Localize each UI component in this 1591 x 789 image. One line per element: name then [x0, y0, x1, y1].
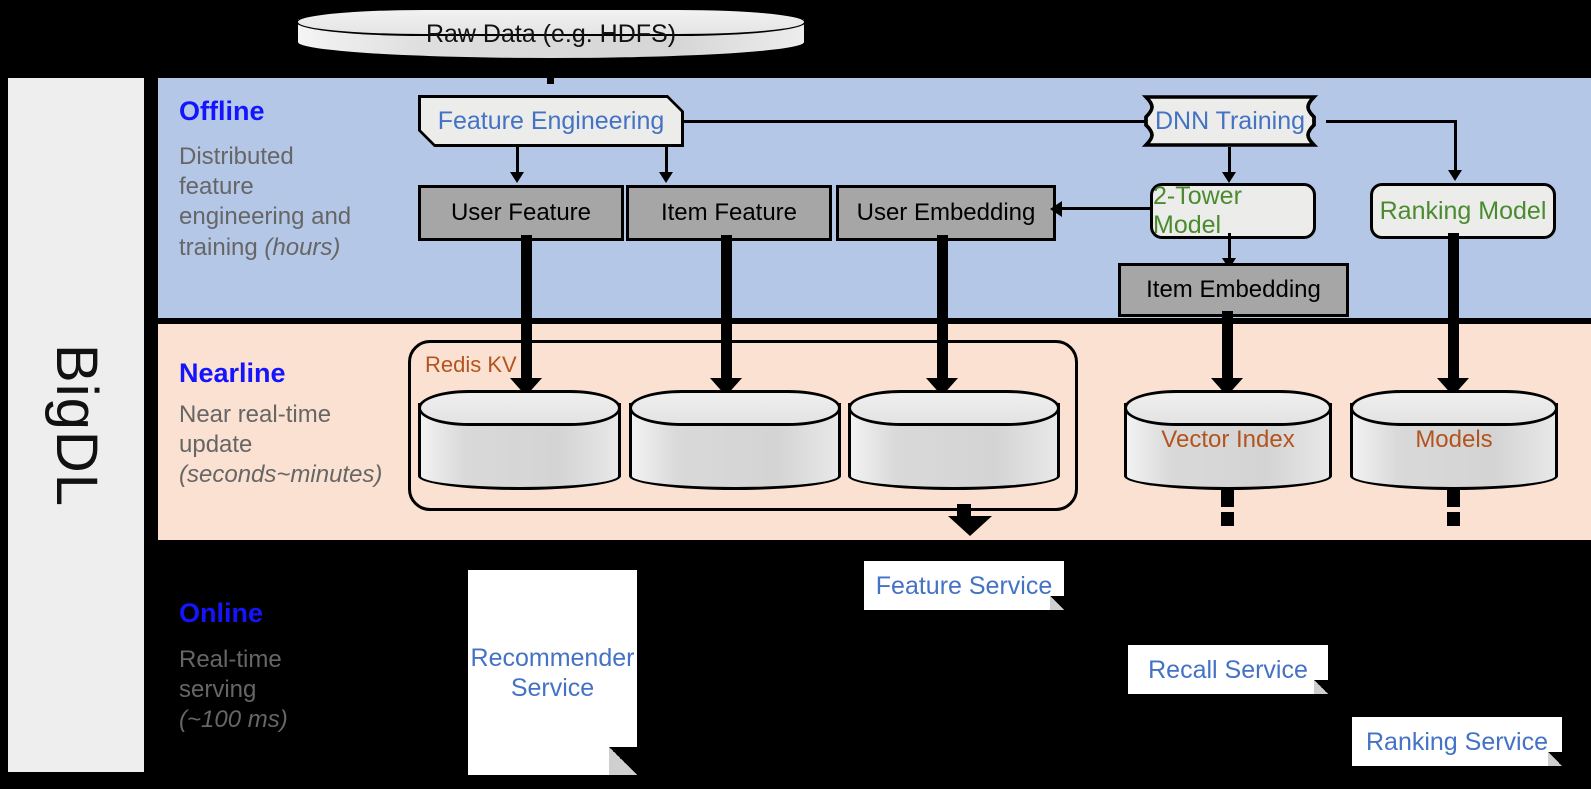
arrowhead-twotower-to-userembedding — [1050, 201, 1062, 217]
pipe-userembedding-to-store — [937, 235, 948, 385]
offline-desc-line-1: Distributed — [179, 143, 294, 170]
raw-data-cylinder: Raw Data (e.g. HDFS) — [296, 8, 806, 60]
two-tower-model-label: 2-Tower Model — [1153, 182, 1242, 239]
ranking-model-label: Ranking Model — [1379, 196, 1547, 225]
dnn-training-node[interactable]: DNN Training — [1134, 95, 1326, 147]
models-top — [1350, 390, 1558, 426]
item-feature-store-top — [629, 390, 841, 426]
ranking-service-node[interactable]: Ranking Service — [1352, 717, 1562, 766]
models-cylinder[interactable]: Models — [1350, 390, 1558, 490]
online-description: Real-time serving (~100 ms) — [179, 645, 414, 736]
user-embedding-label: User Embedding — [856, 199, 1036, 226]
feature-engineering-fill: Feature Engineering — [421, 98, 681, 144]
offline-desc-italic: (hours) — [264, 233, 341, 261]
pipe-vectorindex-stub-2 — [1221, 512, 1234, 526]
vector-index-top — [1124, 390, 1332, 426]
arrowhead-fe-to-itemfeature — [659, 172, 673, 183]
feature-engineering-label: Feature Engineering — [437, 106, 665, 135]
offline-description: Distributed feature engineering and trai… — [179, 142, 414, 263]
vector-index-label: Vector Index — [1161, 426, 1295, 453]
connector-twotower-to-itemembedding — [1228, 233, 1231, 261]
redis-kv-label: Redis KV — [425, 352, 517, 377]
ranking-service-label: Ranking Service — [1365, 727, 1549, 756]
arrowhead-dnn-to-twotower — [1222, 172, 1236, 183]
page-fold-icon — [1050, 596, 1064, 610]
models-label: Models — [1415, 426, 1493, 453]
offline-desc-line-3: engineering and — [179, 203, 352, 231]
user-feature-store-label — [418, 390, 621, 490]
user-embedding-store-top — [848, 390, 1060, 426]
pipe-userfeature-to-store — [521, 235, 532, 385]
arrowhead-fe-to-userfeature — [510, 172, 524, 183]
connector-dnn-to-ranking-v — [1454, 120, 1457, 172]
ranking-model-node[interactable]: Ranking Model — [1370, 183, 1556, 239]
connector-fe-to-itemfeature — [665, 147, 668, 175]
item-feature-store-cylinder[interactable] — [629, 390, 841, 490]
feature-service-node[interactable]: Feature Service — [864, 561, 1064, 610]
two-tower-model-node[interactable]: 2-Tower Model — [1150, 182, 1316, 239]
user-embedding-store-label — [848, 390, 1060, 490]
recommender-service-label-line2: Service — [510, 673, 595, 702]
user-embedding-store-cylinder[interactable] — [848, 390, 1060, 490]
user-feature-store-cylinder[interactable] — [418, 390, 621, 490]
online-title: Online — [179, 598, 264, 628]
raw-data-label: Raw Data (e.g. HDFS) — [425, 19, 677, 48]
feature-service-label: Feature Service — [875, 571, 1053, 600]
pipe-models-stub-2 — [1447, 512, 1460, 526]
pipe-vectorindex-stub-1 — [1221, 489, 1234, 507]
page-fold-icon — [609, 747, 637, 775]
redis-kv-container — [408, 340, 1078, 511]
arrowhead-redis-to-featureservice — [948, 516, 992, 536]
item-feature-node[interactable]: Item Feature — [626, 185, 832, 241]
online-desc-line-1: Real-time — [179, 646, 282, 673]
recall-service-label: Recall Service — [1148, 655, 1308, 684]
vector-index-cylinder[interactable]: Vector Index — [1124, 390, 1332, 490]
raw-data-cylinder-top — [296, 8, 806, 36]
pipe-models-stub-1 — [1447, 489, 1460, 507]
bigdl-sidebar: BigDL — [8, 78, 144, 772]
page-fold-icon — [1314, 680, 1328, 694]
item-feature-label: Item Feature — [660, 199, 798, 226]
bigdl-label-text: BigDL — [43, 343, 109, 507]
dnn-training-label: DNN Training — [1154, 106, 1306, 135]
recommender-service-node[interactable]: Recommender Service — [468, 570, 637, 775]
connector-twotower-to-userembedding — [1062, 207, 1152, 210]
user-feature-label: User Feature — [450, 199, 592, 226]
online-desc-italic: (~100 ms) — [179, 706, 288, 734]
arrowhead-rawdata-to-fe — [534, 58, 566, 76]
bigdl-label: BigDL — [8, 78, 144, 772]
connector-dnn-to-ranking-h — [1326, 120, 1457, 123]
page-fold-icon — [1548, 752, 1562, 766]
connector-fe-to-userfeature — [516, 147, 519, 175]
user-embedding-node[interactable]: User Embedding — [836, 185, 1056, 241]
pipe-itemembedding-to-vectorindex — [1222, 311, 1233, 385]
user-feature-store-top — [418, 390, 621, 426]
pipe-rankingmodel-to-models — [1448, 233, 1459, 385]
dnn-training-shape — [1141, 95, 1319, 147]
nearline-desc-line-1: Near real-time — [179, 401, 332, 428]
connector-dnn-to-twotower — [1228, 147, 1231, 175]
nearline-desc-line-2: update — [179, 431, 253, 459]
item-feature-store-label — [629, 390, 841, 490]
item-embedding-label: Item Embedding — [1146, 276, 1321, 303]
user-feature-node[interactable]: User Feature — [418, 185, 624, 241]
offline-title: Offline — [179, 96, 265, 126]
online-desc-line-2: serving — [179, 676, 257, 704]
nearline-description: Near real-time update (seconds~minutes) — [179, 400, 414, 491]
feature-engineering-node[interactable]: Feature Engineering — [418, 95, 684, 147]
recall-service-node[interactable]: Recall Service — [1128, 645, 1328, 694]
recommender-service-label-line1: Recommender — [470, 643, 635, 672]
connector-fe-to-dnn — [684, 120, 1157, 123]
offline-desc-line-2: feature — [179, 173, 254, 201]
item-embedding-node[interactable]: Item Embedding — [1118, 263, 1349, 317]
pipe-itemfeature-to-store — [721, 235, 732, 385]
nearline-desc-italic: (seconds~minutes) — [179, 461, 383, 489]
nearline-title: Nearline — [179, 358, 286, 388]
offline-desc-line-4: training — [179, 233, 265, 261]
arrowhead-dnn-to-ranking — [1448, 170, 1462, 181]
